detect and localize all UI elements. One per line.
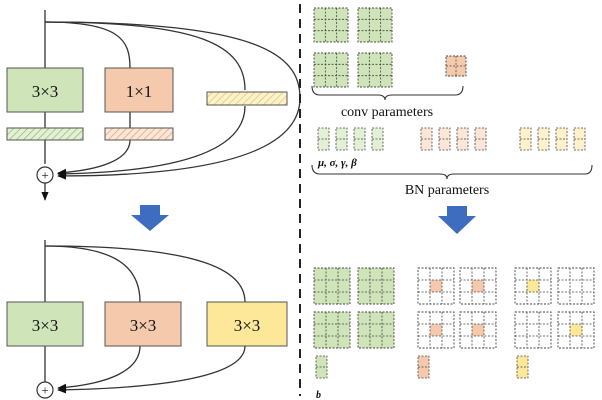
kernel-yellow-merged-2: [557, 267, 595, 305]
bn-param-green-2: [335, 127, 348, 151]
bn-symbols-label: μ, σ, γ, β: [317, 157, 357, 169]
kernel-1x1-orange: [445, 55, 467, 77]
transform-arrow-left: [131, 205, 169, 231]
kernel-green-merged-3: [313, 311, 351, 349]
bn-param-green-1: [317, 127, 330, 151]
bn-bar-green-top: [6, 127, 84, 141]
bias-green: [315, 355, 328, 379]
bn-param-orange-2: [438, 127, 451, 151]
branch-3-curve: [44, 245, 246, 303]
conv-parameters-label: conv parameters: [341, 105, 433, 120]
bn-param-orange-3: [456, 127, 469, 151]
identity-curve-top: [44, 21, 301, 99]
bn-bar-orange-top: [104, 127, 174, 141]
add-symbol-top: +: [41, 168, 48, 183]
add-node-top: [36, 166, 54, 184]
bn-parameter-cells: [315, 127, 586, 379]
conv1x1-box: [104, 67, 174, 113]
transform-arrow-right: [438, 206, 476, 234]
add-node-bottom: [36, 381, 54, 399]
kernel-green-top-4: [357, 52, 393, 88]
parameter-grids: [313, 7, 595, 349]
conv3x3-label-yellow: 3×3: [234, 316, 261, 335]
branch-2-curve: [44, 245, 141, 303]
branch-1x1-curve: [44, 21, 131, 69]
kernel-yellow-merged-4: [557, 311, 595, 349]
bias-yellow: [516, 355, 529, 379]
bias-symbol-label: b: [316, 390, 321, 400]
conv3x3-box-orange: [104, 301, 182, 347]
bn-param-orange-1: [420, 127, 433, 151]
conv3x3-box-green: [6, 301, 84, 347]
bn-bar-yellow-identity: [206, 91, 288, 106]
kernel-green-merged-4: [357, 311, 395, 349]
conv3x3-box-yellow: [206, 301, 288, 347]
conv3x3-label-top: 3×3: [32, 82, 59, 101]
kernel-green-top-3: [313, 52, 349, 88]
branch-2-return: [57, 345, 141, 391]
training-block: [41, 10, 301, 201]
identity-curve-return: [57, 97, 301, 180]
branch-3-return: [57, 345, 246, 394]
branch-bn-return: [57, 105, 246, 178]
kernel-orange-merged-1: [417, 267, 455, 305]
conv3x3-label-green: 3×3: [32, 316, 59, 335]
bn-param-yellow-1: [519, 127, 532, 151]
branch-1x1-return: [57, 139, 131, 177]
bias-orange: [417, 355, 430, 379]
kernel-orange-merged-3: [417, 311, 455, 349]
kernel-yellow-merged-3: [514, 311, 552, 349]
kernel-yellow-merged-1: [514, 267, 552, 305]
kernel-orange-merged-4: [459, 311, 497, 349]
bn-parameters-label: BN parameters: [405, 183, 489, 198]
conv-bracket: [311, 85, 464, 101]
kernel-green-merged-2: [357, 267, 395, 305]
bn-param-green-3: [353, 127, 366, 151]
bn-param-yellow-4: [573, 127, 586, 151]
conv3x3-label-orange: 3×3: [130, 316, 157, 335]
bn-param-green-4: [371, 127, 384, 151]
bn-bracket: [311, 164, 593, 180]
bn-param-orange-4: [474, 127, 487, 151]
add-symbol-bottom: +: [41, 383, 48, 398]
kernel-green-top-1: [313, 7, 349, 43]
bn-param-yellow-3: [555, 127, 568, 151]
kernel-green-top-2: [357, 7, 393, 43]
kernel-orange-merged-2: [459, 267, 497, 305]
kernel-green-merged-1: [313, 267, 351, 305]
conv3x3-box-top: [6, 67, 84, 113]
conv1x1-label: 1×1: [126, 82, 153, 101]
bn-param-yellow-2: [537, 127, 550, 151]
